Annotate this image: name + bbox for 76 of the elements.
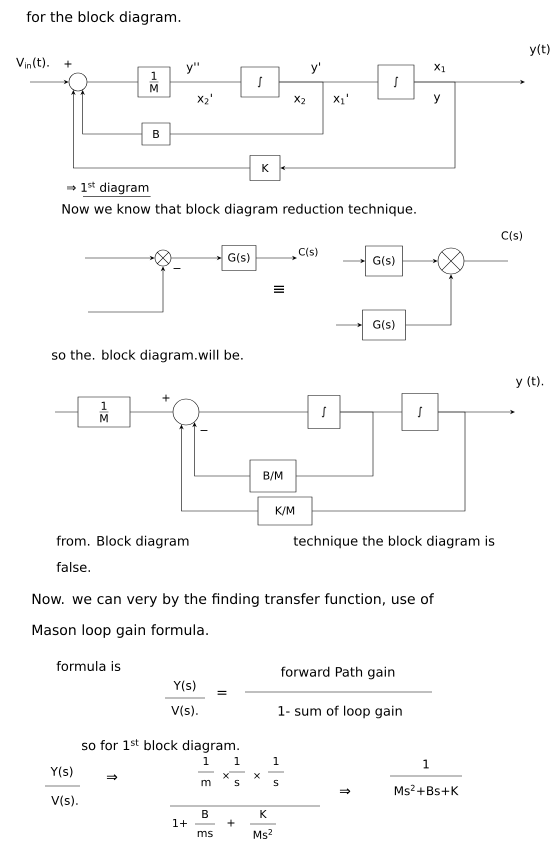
summing-junction xyxy=(68,72,88,92)
times-sign: × xyxy=(254,773,260,779)
signal-label: x$_{2}$' xyxy=(197,94,212,104)
formula-text: B xyxy=(202,810,208,818)
times-sign: × xyxy=(223,773,229,779)
note-text: Now we know that block diagram reduction technique. xyxy=(62,204,416,216)
integrator-block: ∫ xyxy=(378,64,414,100)
gain-block: K/M xyxy=(258,496,312,526)
summing-junction xyxy=(154,250,172,266)
implies-sign: ⇒ xyxy=(106,774,118,780)
arrow xyxy=(71,90,250,168)
connector-line xyxy=(312,412,466,512)
signal-label: C(s) xyxy=(298,248,318,257)
implies-sign: ⇒ xyxy=(340,788,350,794)
gain-block: B/M xyxy=(250,460,296,492)
note-text: formula is xyxy=(56,660,120,672)
formula-text: 1- sum of loop gain xyxy=(278,706,402,718)
signal-label: y'' xyxy=(186,62,199,74)
summing-junction xyxy=(438,248,464,274)
connector-line xyxy=(464,260,508,262)
formula-text: Y(s) xyxy=(50,766,72,778)
minus-sign: − xyxy=(200,430,208,431)
formula-text: 1 xyxy=(204,757,208,766)
formula-text: Y(s) xyxy=(174,680,196,692)
heading: for the block diagram. xyxy=(26,11,180,25)
signal-label: y(t) xyxy=(530,44,550,56)
note-text: ⇒ 1$^{st}$ diagram xyxy=(67,182,151,197)
gain-block: K xyxy=(250,155,280,181)
formula-text: 1+ xyxy=(173,819,187,828)
formula-text: V(s). xyxy=(51,796,78,806)
connector-line xyxy=(170,82,324,134)
formula-text: ms xyxy=(198,830,213,838)
gain-block: B xyxy=(142,122,170,146)
signal-label: V$_{in}$(t). xyxy=(16,57,49,69)
signal-label: x$_{2}$ xyxy=(294,96,306,104)
gain-block: 1 M xyxy=(138,66,170,98)
transfer-block: G(s) xyxy=(222,245,256,271)
transfer-block: G(s) xyxy=(365,246,403,276)
formula-text: K xyxy=(260,810,267,818)
note-text: Now. we can very by the finding transfer function, use of Mason loop gain formula. xyxy=(32,593,434,638)
summing-junction xyxy=(172,398,200,426)
arrow xyxy=(80,90,142,134)
formula-text: forward Path gain xyxy=(280,666,394,680)
formula-text: 1 xyxy=(274,757,278,766)
signal-label: x$_{1}$ xyxy=(434,64,446,72)
integrator-block: ∫ xyxy=(240,66,280,98)
note-text: false. xyxy=(56,562,90,572)
note-text: so for 1$^{st}$ block diagram. xyxy=(82,739,239,753)
formula-text: 1 xyxy=(424,760,429,768)
integrator-block: ∫ xyxy=(402,393,438,431)
note-text: so the. block diagram.will be. xyxy=(52,350,243,362)
signal-label: y xyxy=(434,94,440,104)
equals-sign: = xyxy=(218,690,226,695)
note-text: technique the block diagram is xyxy=(294,536,494,548)
formula-text: m xyxy=(202,780,210,786)
gain-block: 1 M xyxy=(78,396,130,428)
plus-sign: + xyxy=(64,60,72,68)
formula-text: Ms$^{2}$+Bs+K xyxy=(394,784,459,796)
formula-text: V(s). xyxy=(171,706,198,716)
formula-text: 1 xyxy=(234,757,240,766)
signal-label: y' xyxy=(311,62,320,74)
formula-text: s xyxy=(234,780,240,786)
transfer-block: G(s) xyxy=(362,310,406,340)
signal-label: x$_{1}$' xyxy=(333,94,348,104)
integrator-block: ∫ xyxy=(308,395,340,429)
minus-sign: − xyxy=(174,268,180,269)
formula-text: Ms$^{2}$ xyxy=(254,829,272,839)
arrow xyxy=(179,424,258,512)
note-text: from. Block diagram xyxy=(56,536,188,548)
equivalence-sign: ≡ xyxy=(274,286,284,293)
signal-label: y (t). xyxy=(516,376,544,388)
plus-sign: + xyxy=(228,820,234,826)
connector-line xyxy=(296,412,374,476)
plus-sign: + xyxy=(162,394,170,402)
signal-label: C(s) xyxy=(502,231,522,241)
formula-text: s xyxy=(274,780,278,786)
